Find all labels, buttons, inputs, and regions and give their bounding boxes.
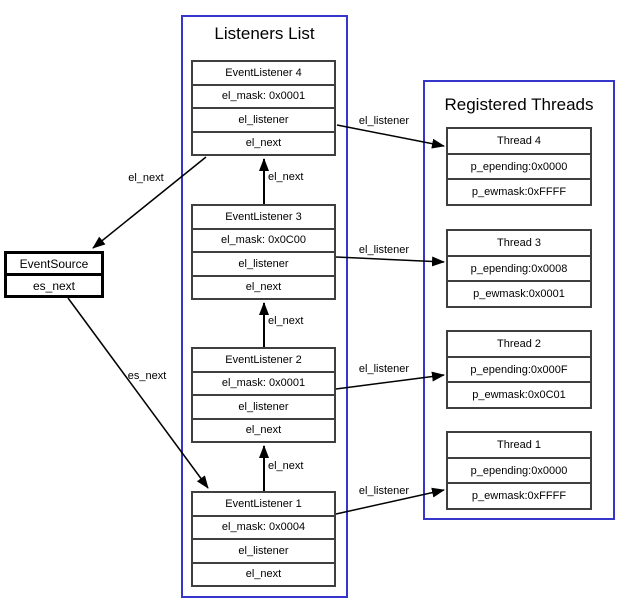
node-field: p_ewmask:0xFFFF: [448, 482, 590, 508]
node-field: p_ewmask:0xFFFF: [448, 178, 590, 204]
node-field: p_epending:0x0000: [448, 456, 590, 483]
arrow-label-el-listener-4: el_listener: [358, 115, 410, 127]
node-title: EventSource: [19, 256, 89, 271]
node-title: Thread 3: [496, 236, 542, 249]
event-listener-3-node: EventListener 3 el_mask: 0x0C00 el_liste…: [191, 204, 336, 300]
node-field: p_ewmask:0x0001: [448, 280, 590, 306]
thread-3-node: Thread 3 p_epending:0x0008 p_ewmask:0x00…: [446, 229, 592, 308]
node-field: el_mask: 0x0004: [193, 514, 334, 539]
arrow-label-el-next-2-3: el_next: [268, 315, 304, 327]
event-source-node: EventSource es_next: [4, 251, 104, 298]
node-field: el_listener: [193, 394, 334, 418]
node-title: EventListener 3: [225, 210, 302, 223]
event-listener-4-node: EventListener 4 el_mask: 0x0001 el_liste…: [191, 60, 336, 156]
node-field: el_next: [193, 561, 334, 586]
node-field: p_epending:0x0000: [448, 152, 590, 179]
event-listener-2-node: EventListener 2 el_mask: 0x0001 el_liste…: [191, 347, 336, 443]
node-title: Thread 4: [496, 134, 542, 147]
thread-4-node: Thread 4 p_epending:0x0000 p_ewmask:0xFF…: [446, 127, 592, 206]
node-field: el_listener: [193, 538, 334, 562]
node-title: Thread 1: [496, 438, 542, 451]
node-field: p_epending:0x0008: [448, 254, 590, 281]
node-field: el_listener: [193, 107, 334, 131]
node-field: p_ewmask:0x0C01: [448, 381, 590, 407]
node-field: el_next: [193, 274, 334, 299]
node-title: EventListener 2: [225, 353, 302, 366]
node-title: EventListener 1: [225, 497, 302, 510]
arrow-label-el-listener-2: el_listener: [358, 363, 410, 375]
node-field: el_next: [193, 417, 334, 442]
node-field: el_listener: [193, 251, 334, 275]
registered-threads-title: Registered Threads: [444, 95, 594, 114]
node-title: EventListener 4: [225, 66, 302, 79]
listeners-list-title: Listeners List: [214, 24, 315, 43]
arrow-label-es-next: es_next: [127, 370, 167, 382]
node-field: el_mask: 0x0C00: [193, 227, 334, 252]
node-field: es_next: [7, 273, 101, 295]
node-field: el_mask: 0x0001: [193, 370, 334, 395]
arrow-label-el-next-1-2: el_next: [268, 460, 304, 472]
node-field: el_next: [193, 130, 334, 155]
arrow-label-el-next-diagonal: el_next: [128, 172, 164, 184]
node-field: p_epending:0x000F: [448, 355, 590, 382]
node-title: Thread 2: [496, 337, 542, 350]
thread-1-node: Thread 1 p_epending:0x0000 p_ewmask:0xFF…: [446, 431, 592, 510]
thread-2-node: Thread 2 p_epending:0x000F p_ewmask:0x0C…: [446, 330, 592, 409]
node-field: el_mask: 0x0001: [193, 83, 334, 108]
event-listener-1-node: EventListener 1 el_mask: 0x0004 el_liste…: [191, 491, 336, 587]
arrow-label-el-next-3-4: el_next: [268, 171, 304, 183]
arrow-label-el-listener-1: el_listener: [358, 485, 410, 497]
arrow-label-el-listener-3: el_listener: [358, 244, 410, 256]
